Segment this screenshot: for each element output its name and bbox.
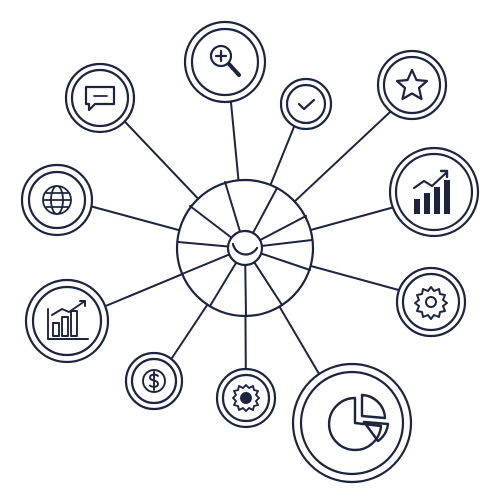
star-node[interactable] [376,49,448,121]
globe-arc-icon [226,229,264,267]
gear-dollar-node[interactable] [215,367,277,429]
check-node[interactable] [279,77,333,131]
star-icon [395,68,429,101]
network-hub [175,178,315,318]
growth-chart-node[interactable] [388,146,480,238]
search-node[interactable] [183,20,267,104]
globe-icon [42,185,72,215]
gear-dollar-icon [232,384,260,412]
dollar-node[interactable] [124,351,184,411]
globe-node[interactable] [20,163,94,237]
magnifier-plus-icon [209,44,241,77]
dollar-coin-icon [142,369,166,393]
trend-chart-node[interactable] [24,278,110,364]
checkmark-icon [297,98,316,111]
settings-node[interactable] [395,266,467,338]
gear-icon [414,286,448,320]
message-node[interactable] [64,62,136,134]
speech-bubble-icon [84,85,116,112]
bar-chart-trend-icon [47,300,89,340]
rising-bar-chart-icon [412,169,450,214]
pie-chart-icon [327,393,390,452]
pie-chart-node[interactable] [291,362,413,484]
